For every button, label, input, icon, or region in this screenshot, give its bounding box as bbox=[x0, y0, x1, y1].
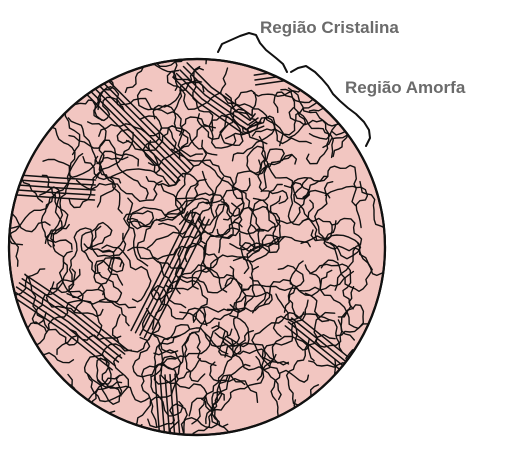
amorphous-region-label: Região Amorfa bbox=[345, 78, 466, 97]
amorphous-chain bbox=[6, 353, 73, 419]
crystalline-region-label: Região Cristalina bbox=[260, 18, 399, 37]
